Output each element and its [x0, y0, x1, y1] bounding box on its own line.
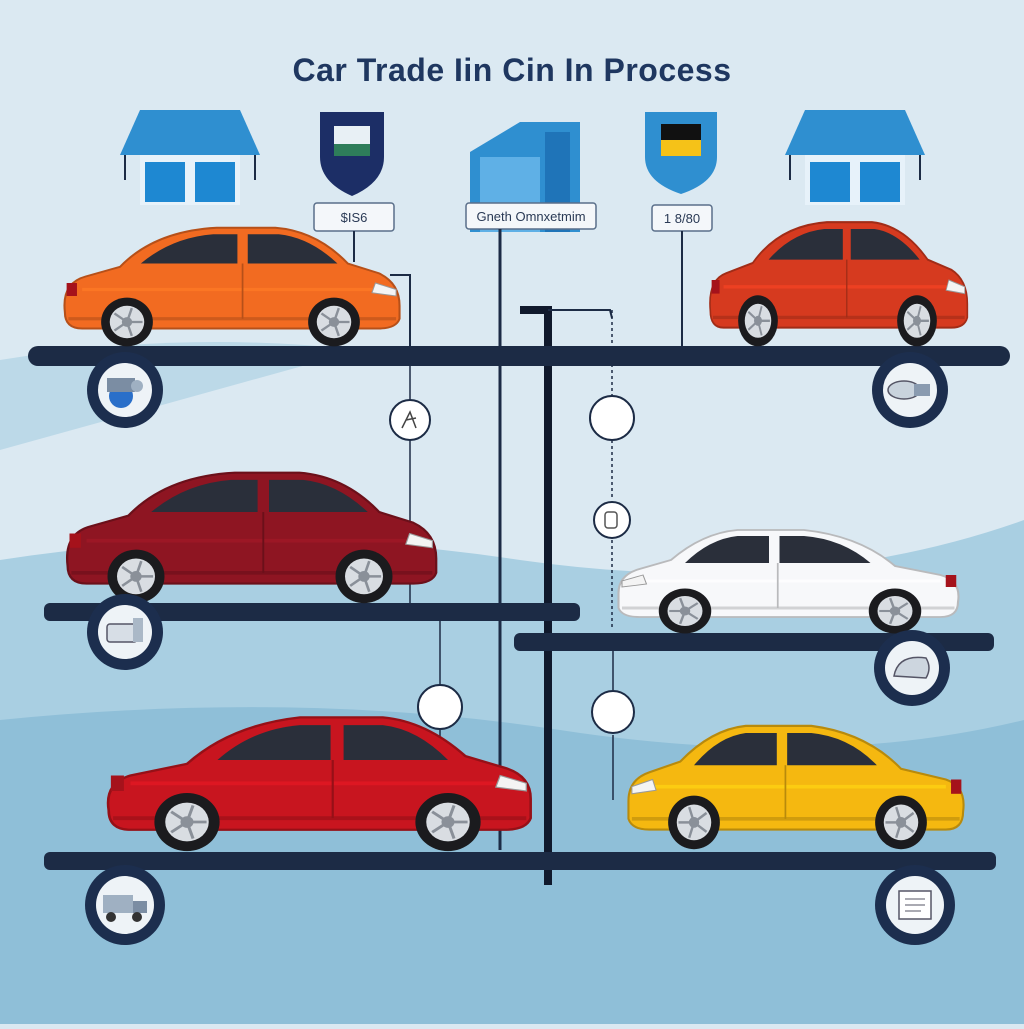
- label-tag-center-text: Gneth Omnxetmim: [476, 209, 585, 224]
- hanging-circle-2: [589, 395, 635, 441]
- badge-gear-engine: [87, 352, 163, 428]
- engine-icon: [107, 378, 143, 408]
- badge-gear-truck: [85, 865, 165, 945]
- house-icon-left: [120, 110, 260, 205]
- document-icon: [898, 890, 932, 920]
- badge-gear-tools: [872, 352, 948, 428]
- hanging-circle-5: [591, 690, 635, 734]
- price-tag-right-text: 1 8/80: [664, 211, 700, 226]
- hanging-circle-1: [389, 399, 431, 441]
- car-yellow: [627, 724, 965, 850]
- tools-icon: [887, 380, 930, 400]
- car-white: [617, 529, 960, 634]
- seat-icon: [106, 618, 143, 643]
- badge-seat: [87, 594, 163, 670]
- badge-gear-headlight: [874, 630, 950, 706]
- shelf-middle-left: [44, 603, 580, 621]
- price-tag-left: $IS6: [313, 202, 395, 232]
- price-tag-right: 1 8/80: [651, 204, 713, 232]
- hanging-circle-3: [593, 501, 631, 539]
- shelves: [28, 346, 1010, 870]
- badge-gear-document: [875, 865, 955, 945]
- car-red-top: [709, 221, 969, 347]
- shelf-bottom: [44, 852, 996, 870]
- car-orange: [63, 226, 401, 347]
- house-icon-right: [785, 110, 925, 205]
- label-tag-center: Gneth Omnxetmim: [465, 202, 597, 230]
- cars-layer: [63, 221, 969, 852]
- page-title: Car Trade Iin Cin In Process: [292, 52, 732, 88]
- hanging-circle-4: [417, 684, 463, 730]
- price-tag-left-text: $IS6: [341, 210, 368, 225]
- shield-icon-right: [645, 112, 717, 194]
- background-wave-upper: [0, 342, 360, 450]
- truck-icon: [103, 895, 147, 922]
- headlight-icon: [893, 656, 930, 679]
- car-maroon: [65, 471, 438, 604]
- car-red-bottom: [106, 716, 532, 852]
- shelf-top: [28, 346, 1010, 366]
- shelf-middle-right: [514, 633, 994, 651]
- shield-icon-left: [320, 112, 384, 196]
